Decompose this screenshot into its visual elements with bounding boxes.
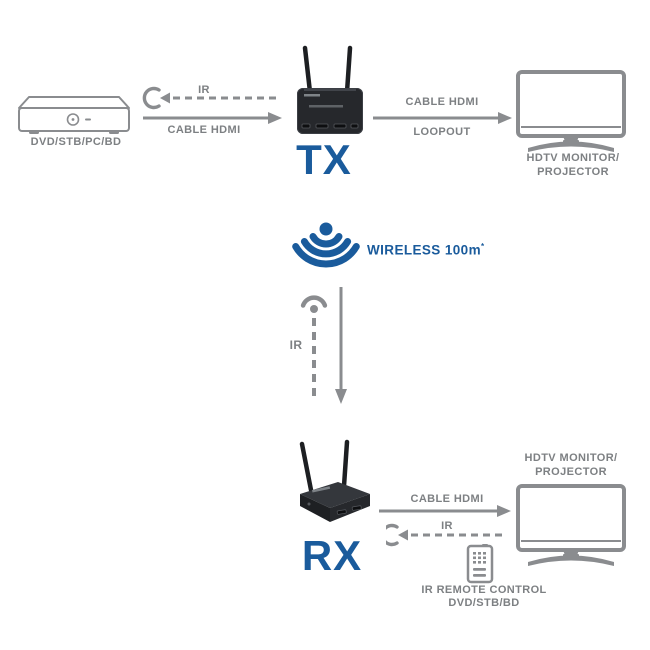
remote-label-line2: DVD/STB/BD — [448, 597, 520, 609]
wireless-down-arrow — [335, 287, 347, 404]
source-device-label: DVD/STB/PC/BD — [30, 136, 122, 148]
rx-device-icon — [299, 439, 370, 522]
hdmi-arrow-bottom — [379, 505, 511, 517]
tx-device-icon — [297, 45, 363, 134]
display-top-label-line1: HDTV MONITOR/ — [526, 152, 620, 164]
hdmi-link-bottom-label: CABLE HDMI — [410, 493, 484, 505]
transmitter-label: TX — [296, 136, 352, 183]
ir-link-middle-label: IR — [289, 338, 303, 352]
ir-emitter-icon — [300, 295, 328, 398]
display-bottom-label-line2: PROJECTOR — [535, 466, 607, 478]
ir-receiver-icon — [142, 86, 279, 110]
hdmi-link-top-left-label: CABLE HDMI — [167, 124, 241, 136]
hdmi-link-top-right-label: CABLE HDMI — [405, 96, 479, 108]
monitor-icon — [516, 484, 626, 566]
remote-control-icon — [466, 544, 494, 584]
hdmi-arrow-top-right — [373, 112, 512, 124]
wifi-signal-icon — [292, 222, 360, 268]
wireless-asterisk: * — [480, 242, 485, 251]
loopout-label: LOOPOUT — [413, 126, 471, 138]
display-top-label-line2: PROJECTOR — [537, 166, 609, 178]
display-bottom-label-line1: HDTV MONITOR/ — [524, 452, 618, 464]
hdmi-arrow-top-left — [143, 112, 282, 124]
receiver-label: RX — [301, 532, 363, 579]
ir-receiver-icon — [386, 523, 503, 547]
remote-label-line1: IR REMOTE CONTROL — [421, 584, 547, 596]
media-player-icon — [18, 96, 130, 134]
wireless-range-label: WIRELESS 100m* — [367, 242, 485, 258]
ir-link-bottom-label: IR — [441, 520, 453, 532]
ir-link-top-label: IR — [198, 84, 210, 96]
monitor-icon — [516, 70, 626, 152]
wireless-range-text: WIRELESS 100m — [367, 242, 481, 258]
